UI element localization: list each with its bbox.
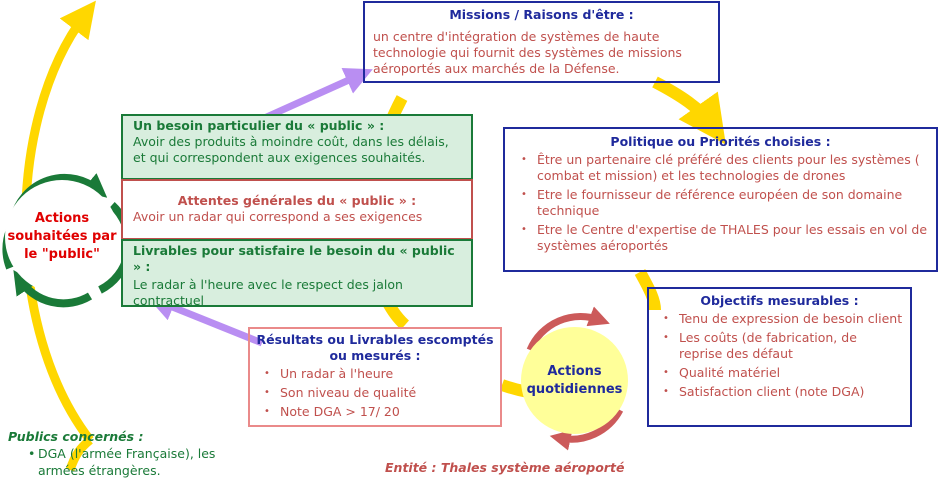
politique-list: Être un partenaire clé préféré des clien… [513, 152, 928, 254]
resultats-box: Résultats ou Livrables escomptés ou mesu… [248, 327, 502, 427]
lavender-arrow-down [147, 294, 264, 347]
missions-title: Missions / Raisons d'être : [449, 7, 634, 22]
actions-souhaitees-label: Actions souhaitées par le "public" [7, 211, 117, 262]
list-item: Les coûts (de fabrication, de reprise de… [663, 330, 904, 362]
objectifs-list: Tenu de expression de besoin client Les … [655, 311, 904, 400]
resultats-list: Un radar à l'heure Son niveau de qualité… [256, 366, 494, 420]
list-item: Qualité matériel [663, 365, 904, 381]
list-item: Son niveau de qualité [264, 385, 494, 401]
besoin-title: Un besoin particulier du « public » : [133, 118, 385, 133]
rose-ring-bottom [549, 408, 624, 451]
list-item: Etre le fournisseur de référence europée… [521, 187, 928, 219]
yellow-loop-lower-right [634, 269, 661, 311]
attentes-title: Attentes générales du « public » : [177, 193, 417, 208]
besoin-box: Un besoin particulier du « public » : Av… [121, 114, 473, 180]
actions-quotidiennes-label: Actions quotidiennes [526, 363, 623, 397]
list-item: Tenu de expression de besoin client [663, 311, 904, 327]
missions-body: un centre d'intégration de systèmes de h… [373, 29, 682, 76]
list-item: Un radar à l'heure [264, 366, 494, 382]
publics-section: Publics concernés : DGA (l'armée Françai… [8, 428, 258, 479]
livrables-box: Livrables pour satisfaire le besoin du «… [121, 239, 473, 308]
objectifs-box: Objectifs mesurables : Tenu de expressio… [647, 287, 912, 427]
objectifs-title: Objectifs mesurables : [700, 293, 859, 308]
missions-box: Missions / Raisons d'être : un centre d'… [363, 1, 720, 83]
publics-title: Publics concernés : [8, 429, 144, 444]
entite-label: Entité : Thales système aéroporté [385, 460, 625, 475]
list-item: Etre le Centre d'expertise de THALES pou… [521, 222, 928, 254]
list-item: Satisfaction client (note DGA) [663, 384, 904, 400]
list-item: Être un partenaire clé préféré des clien… [521, 152, 928, 184]
attentes-box: Attentes générales du « public » : Avoir… [121, 179, 473, 240]
resultats-title: Résultats ou Livrables escomptés ou mesu… [256, 332, 494, 363]
livrables-title: Livrables pour satisfaire le besoin du «… [133, 243, 455, 274]
rose-ring-top [526, 306, 610, 352]
green-ring-bottom [13, 269, 93, 308]
yellow-loop-right [652, 76, 726, 145]
politique-title: Politique ou Priorités choisies : [610, 134, 831, 149]
besoin-body: Avoir des produits à moindre coût, dans … [133, 134, 449, 165]
livrables-body: Le radar à l'heure avec le respect des j… [133, 277, 403, 308]
attentes-body: Avoir un radar qui correspond a ses exig… [133, 209, 423, 224]
actions-souhaitees-circle: Actions souhaitées par le "public" [5, 180, 119, 294]
actions-quotidiennes-circle: Actions quotidiennes [521, 327, 628, 434]
list-item: Note DGA > 17/ 20 [264, 404, 494, 420]
publics-item: DGA (l'armée Française), les armées étra… [8, 445, 258, 479]
politique-box: Politique ou Priorités choisies : Être u… [503, 127, 938, 272]
